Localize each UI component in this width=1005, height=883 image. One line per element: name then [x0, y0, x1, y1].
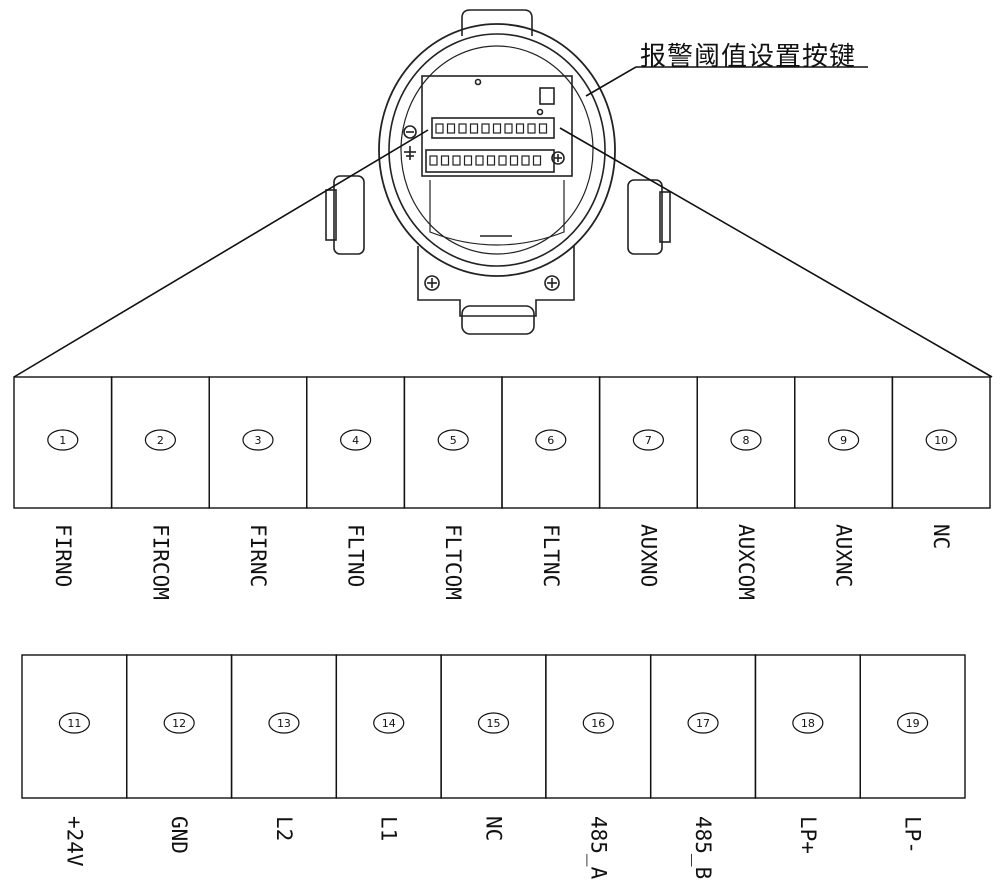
- board-pin: [435, 123, 444, 134]
- terminal-pins-top: [435, 123, 548, 134]
- terminal-number-circle: [897, 712, 929, 734]
- terminal-cell: [859, 654, 966, 799]
- terminal-number-circle: [477, 712, 510, 734]
- terminal-number-circle: [437, 429, 469, 451]
- terminal-number-circle: [340, 429, 372, 451]
- terminal-number-circle: [792, 712, 824, 734]
- terminal-label: FIRCOM: [148, 524, 172, 600]
- terminal-number-circle: [827, 429, 860, 451]
- terminal-number: 5: [450, 434, 457, 447]
- board-pin: [446, 123, 456, 134]
- terminal-number: 11: [67, 717, 81, 730]
- terminal-label: L1: [377, 816, 401, 841]
- terminal-number-circle: [582, 712, 614, 734]
- terminal-number: 1: [59, 434, 66, 447]
- terminal-pins-bottom: [429, 155, 542, 166]
- callout-leader: [585, 66, 637, 97]
- board-pin: [498, 155, 507, 166]
- terminal-number-circle: [730, 429, 762, 451]
- terminal-number-circle: [687, 712, 719, 734]
- terminal-number-circle: [373, 712, 405, 734]
- board-pin: [527, 123, 536, 134]
- terminal-number: 2: [157, 434, 164, 447]
- board-pin: [486, 155, 496, 166]
- terminal-label: FIRNC: [246, 524, 270, 587]
- terminal-number-circle: [242, 429, 274, 451]
- projection-line-right: [559, 127, 993, 378]
- board-pin: [475, 155, 484, 166]
- terminal-label: LP-: [901, 816, 925, 854]
- terminal-label: +24V: [62, 816, 86, 867]
- board-pin: [463, 155, 473, 166]
- terminal-number: 4: [352, 434, 359, 447]
- terminal-label: NC: [482, 816, 506, 841]
- terminal-number: 9: [840, 434, 847, 447]
- board-pin: [538, 123, 548, 134]
- terminal-label: AUXCOM: [734, 524, 758, 600]
- device-illustration: [325, 9, 671, 335]
- terminal-number: 13: [277, 717, 291, 730]
- terminal-number: 17: [696, 717, 710, 730]
- board-pin: [532, 155, 542, 166]
- terminal-label: LP+: [796, 816, 820, 854]
- terminal-label: FLTNC: [539, 524, 563, 587]
- terminal-number-circle: [47, 429, 79, 451]
- board-pin: [452, 155, 461, 166]
- board-pin: [481, 123, 490, 134]
- terminal-label: AUXNO: [636, 524, 660, 587]
- terminal-number: 6: [547, 434, 554, 447]
- terminal-number-circle: [58, 712, 90, 734]
- terminal-number: 8: [743, 434, 750, 447]
- terminal-number: 16: [591, 717, 605, 730]
- board-pin: [429, 155, 438, 166]
- terminal-number-circle: [632, 429, 665, 451]
- terminal-number-circle: [535, 429, 567, 451]
- terminal-number-circle: [163, 712, 195, 734]
- terminal-number: 18: [801, 717, 815, 730]
- terminal-number: 10: [934, 434, 948, 447]
- board-pin: [469, 123, 479, 134]
- board-pin: [458, 123, 467, 134]
- terminal-label: NC: [929, 524, 953, 549]
- terminal-number-circle: [144, 429, 176, 451]
- board-pin: [515, 123, 525, 134]
- terminal-label: AUXNC: [832, 524, 856, 587]
- terminal-label: 485_A: [586, 816, 610, 879]
- board-pin: [504, 123, 513, 134]
- projection-line-left: [13, 129, 429, 378]
- board-pin: [509, 155, 519, 166]
- terminal-label: 485_B: [691, 816, 715, 879]
- callout-label: 报警阈值设置按键: [640, 42, 857, 72]
- board-pin: [440, 155, 450, 166]
- terminal-cell: [891, 376, 991, 509]
- terminal-label: GND: [167, 816, 191, 854]
- terminal-number: 12: [172, 717, 186, 730]
- terminal-label: L2: [272, 816, 296, 841]
- terminal-label: FLTNO: [344, 524, 368, 587]
- terminal-number: 15: [487, 717, 501, 730]
- terminal-number-circle: [268, 712, 300, 734]
- terminal-number-circle: [925, 429, 957, 451]
- board-pin: [492, 123, 502, 134]
- terminal-number: 3: [255, 434, 262, 447]
- terminal-label: FIRNO: [51, 524, 75, 587]
- board-pin: [521, 155, 530, 166]
- terminal-number: 14: [382, 717, 396, 730]
- terminal-number: 19: [906, 717, 920, 730]
- terminal-label: FLTCOM: [441, 524, 465, 600]
- terminal-number: 7: [645, 434, 652, 447]
